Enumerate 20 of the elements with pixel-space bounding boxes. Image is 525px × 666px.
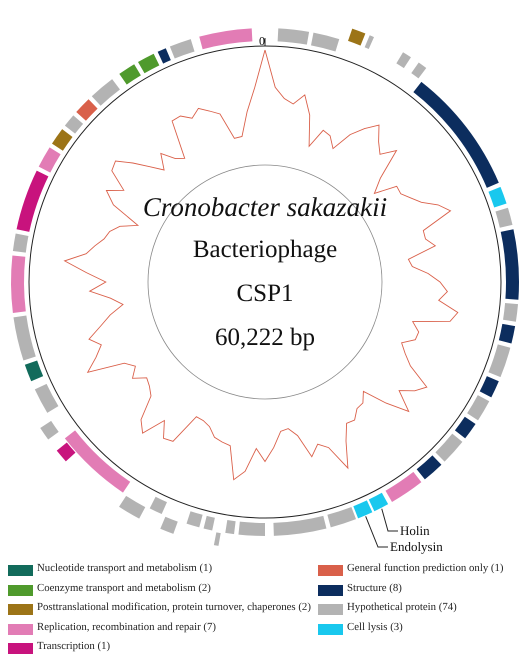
leader-line (365, 516, 388, 548)
species-name: Cronobacter sakazakii (142, 192, 388, 223)
legend-text: Replication, recombination and repair (7) (37, 620, 216, 632)
gene-label: Holin (400, 523, 430, 539)
gene-arc (353, 500, 372, 518)
legend-text: Cell lysis (3) (347, 620, 403, 632)
phage-name: CSP1 (236, 280, 294, 308)
gene-label: Endolysin (390, 539, 443, 555)
legend-text: Coenzyme transport and metabolism (2) (37, 582, 211, 594)
legend-text: Structure (8) (347, 582, 402, 594)
legend-text: Posttranslational modification, protein turnover, chaperones (2) (37, 601, 311, 613)
leader-line (381, 508, 398, 532)
legend-text: Transcription (1) (37, 640, 110, 652)
legend-text: General function prediction only (1) (347, 562, 504, 574)
gene-arc (368, 492, 388, 512)
genome-size: 60,222 bp (215, 324, 315, 352)
phage-label: Bacteriophage (192, 236, 338, 264)
tick-label: 0 (259, 34, 265, 49)
legend-text: Nucleotide transport and metabolism (1) (37, 562, 212, 574)
legend-text: Hypothetical protein (74) (347, 601, 457, 613)
